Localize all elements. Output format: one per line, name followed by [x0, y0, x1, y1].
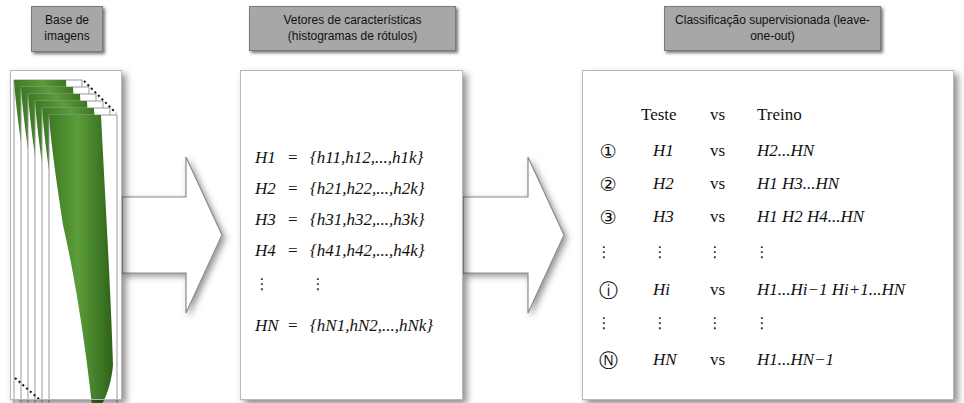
ellipsis-mark: ⋮ — [311, 276, 326, 293]
formula-text: H2...HN — [757, 142, 814, 161]
panel-heading: Vetores de características (histogramas … — [255, 13, 450, 44]
panel: Base de imagens — [10, 70, 122, 400]
table-text: = — [288, 211, 298, 230]
ellipsis-mark: ⋮ — [597, 315, 612, 332]
stack-marker — [15, 378, 40, 400]
formula-text: H1 H2 H4...HN — [757, 208, 864, 227]
ellipsis-mark: ⋮ — [653, 244, 668, 261]
ellipsis-mark: ⋮ — [708, 244, 723, 261]
callout-number: Ⓝ — [599, 350, 618, 371]
panel: Vetores de características (histogramas … — [240, 70, 463, 400]
formula-text: HN — [653, 351, 677, 370]
formula-text: H2 — [653, 175, 674, 194]
block-arrow — [122, 157, 222, 313]
ellipsis-mark: ⋮ — [255, 276, 270, 293]
block-arrow — [463, 157, 564, 313]
formula-text: {h41,h42,...,h4k} — [310, 242, 425, 261]
formula-text: H1 — [653, 142, 674, 161]
panel-heading: Base de imagens — [37, 13, 97, 44]
ellipsis-mark: ⋮ — [755, 244, 770, 261]
table-text: Treino — [757, 106, 802, 125]
header-box: Base de imagens — [31, 6, 103, 52]
table-text: vs — [710, 106, 725, 125]
header-box: Classificação supervisionada (leave-one-… — [664, 6, 881, 51]
formula-text: H2 — [255, 180, 276, 199]
callout-number: ② — [599, 174, 616, 195]
formula-text: {h11,h12,...,h1k} — [310, 149, 423, 168]
ellipsis-mark: ⋮ — [597, 244, 612, 261]
image-page — [49, 115, 117, 403]
table-text: vs — [710, 351, 725, 370]
formula-text: Hi — [653, 281, 670, 300]
panel-heading: Classificação supervisionada (leave-one-… — [670, 13, 875, 44]
leaf — [49, 115, 113, 403]
stack-marker — [84, 81, 116, 113]
formula-text: H1...Hi−1 Hi+1...HN — [757, 281, 905, 300]
leaf-image — [49, 115, 117, 403]
formula-text: {hN1,hN2,...,hNk} — [310, 317, 433, 336]
ellipsis-mark: ⋮ — [653, 315, 668, 332]
ellipsis-mark: ⋮ — [708, 315, 723, 332]
formula-text: H4 — [255, 242, 276, 261]
formula-text: H1 — [255, 149, 276, 168]
header-box: Vetores de características (histogramas … — [249, 6, 456, 51]
table-text: vs — [710, 142, 725, 161]
table-text: vs — [710, 175, 725, 194]
formula-text: H1...HN−1 — [757, 351, 834, 370]
formula-text: HN — [255, 317, 279, 336]
table-text: Teste — [641, 106, 677, 125]
formula-text: H1 H3...HN — [757, 175, 839, 194]
callout-number: ⓘ — [599, 280, 618, 301]
table-text: = — [288, 242, 298, 261]
table-text: = — [288, 317, 298, 336]
table-text: vs — [710, 208, 725, 227]
ellipsis-mark: ⋮ — [755, 315, 770, 332]
table-text: vs — [710, 281, 725, 300]
table-text: = — [288, 180, 298, 199]
callout-number: ① — [599, 141, 616, 162]
formula-text: {h21,h22,...,h2k} — [310, 180, 425, 199]
formula-text: H3 — [653, 208, 674, 227]
formula-text: H3 — [255, 211, 276, 230]
callout-number: ③ — [599, 207, 616, 228]
formula-text: {h31,h32,...,h3k} — [310, 211, 425, 230]
table-text: = — [288, 149, 298, 168]
